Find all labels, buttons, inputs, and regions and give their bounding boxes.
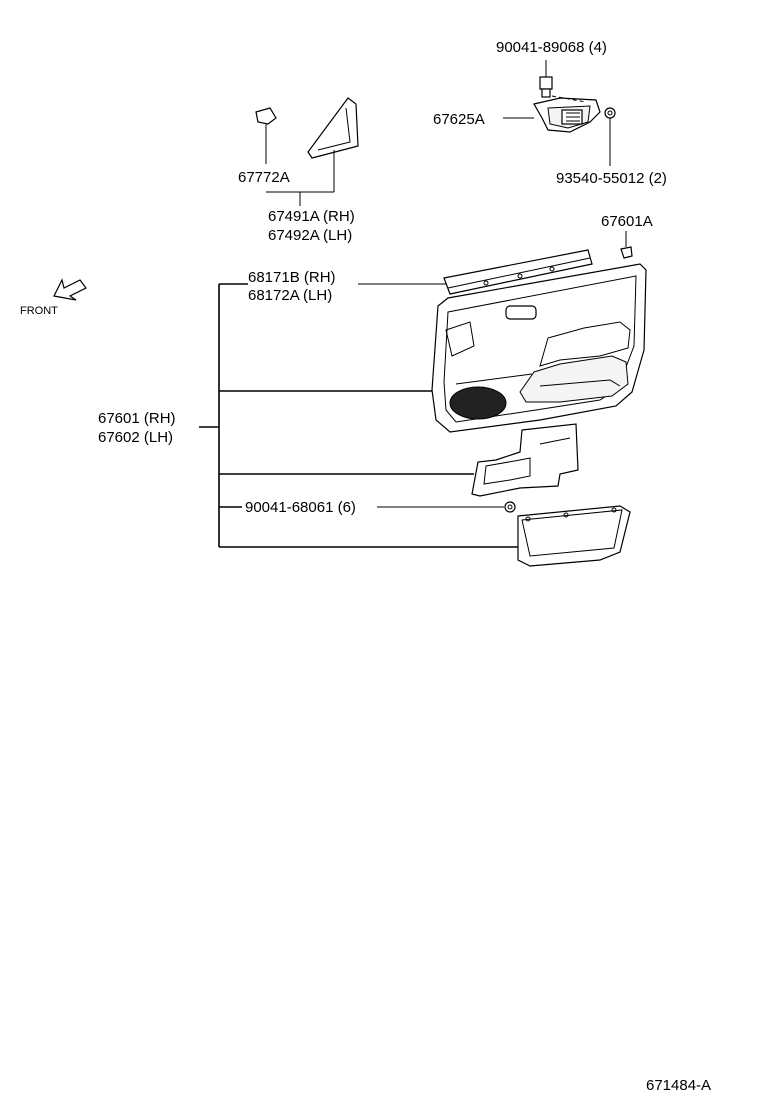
clip-lower-part (504, 501, 516, 513)
label-clip-panel: 67601A (601, 213, 653, 230)
clip-67772a-part (255, 107, 277, 164)
label-front: FRONT (20, 305, 58, 317)
label-panel-lh: 67602 (LH) (98, 429, 173, 446)
label-weatherstrip-lh: 68172A (LH) (248, 287, 332, 304)
garnish-triangle-part (307, 97, 359, 192)
door-trim-panel-part (431, 263, 647, 433)
clip-67601a-part (620, 231, 633, 259)
diagram-code: 671484-A (646, 1077, 711, 1094)
label-panel-rh: 67601 (RH) (98, 410, 176, 427)
label-garnish-rh: 67491A (RH) (268, 208, 355, 225)
bracket-part (533, 95, 601, 133)
weatherstrip-part (443, 249, 593, 295)
front-direction-arrow-icon (53, 278, 87, 301)
bolt-top-part (539, 60, 553, 98)
label-clip-left: 67772A (238, 169, 290, 186)
label-weatherstrip-rh: 68171B (RH) (248, 269, 336, 286)
armrest-part (517, 505, 631, 567)
lower-pocket-part (471, 423, 579, 497)
label-clip-lower: 90041-68061 (6) (245, 499, 356, 516)
label-bolt-top: 90041-89068 (4) (496, 39, 607, 56)
label-bracket: 67625A (433, 111, 485, 128)
clip-top-right-part (604, 107, 616, 166)
label-clip-top-right: 93540-55012 (2) (556, 170, 667, 187)
label-garnish-lh: 67492A (LH) (268, 227, 352, 244)
